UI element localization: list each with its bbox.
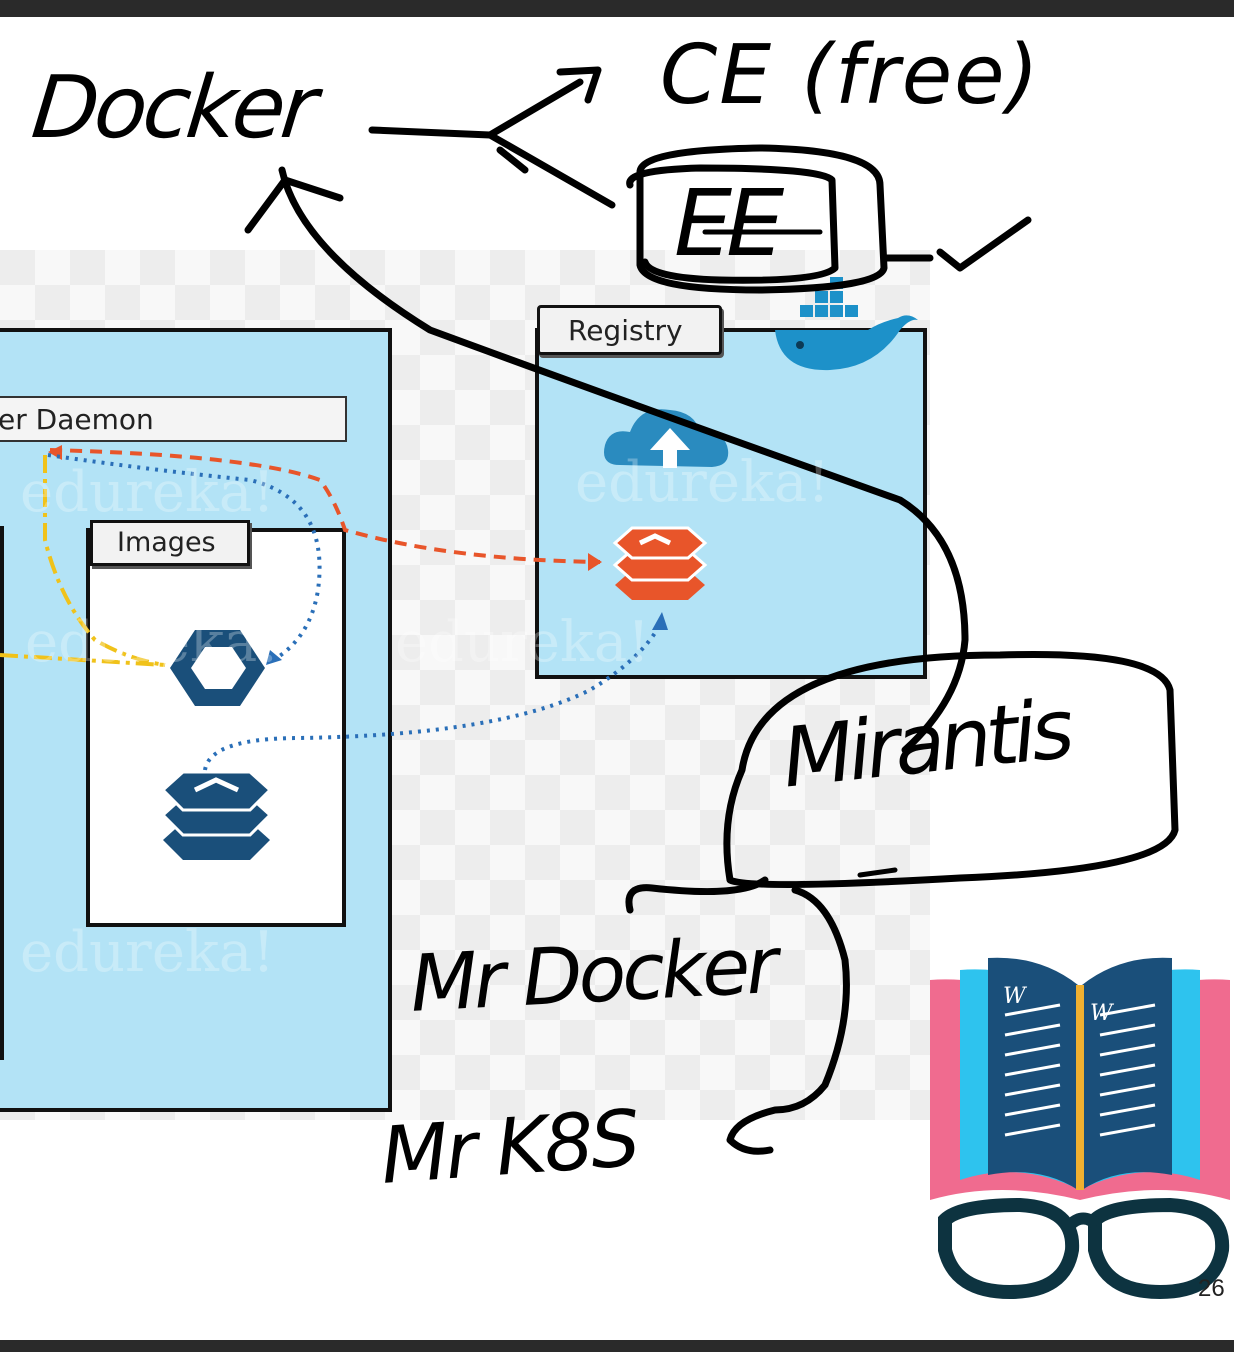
registry-image-stack-icon	[612, 526, 708, 600]
svg-text:W: W	[1090, 1001, 1115, 1026]
pull-arrow	[49, 448, 601, 564]
page-number: 26	[1198, 1275, 1225, 1302]
registry-panel	[535, 328, 927, 679]
daemon-label: er Daemon	[0, 396, 347, 442]
push-arrow	[203, 624, 662, 771]
images-label: Images	[90, 520, 250, 566]
top-bar	[0, 0, 1234, 17]
containers-panel	[0, 526, 4, 1060]
handwritten-ee: EE	[674, 170, 784, 277]
book-glasses-logo: W W	[930, 957, 1230, 1300]
push-arrowhead	[652, 612, 668, 630]
svg-text:W: W	[1003, 984, 1028, 1009]
bottom-bar	[0, 1340, 1234, 1352]
registry-label: Registry	[537, 305, 722, 355]
handwritten-mr-k8s: Mr K8S	[378, 1094, 641, 1202]
cloud-upload-icon	[604, 409, 729, 468]
images-panel	[86, 528, 346, 927]
local-image-stack-icon	[160, 770, 273, 860]
handwritten-mr-docker: Mr Docker	[408, 920, 777, 1030]
pull-arrowhead	[588, 553, 602, 571]
handwritten-ce-free: CE (free)	[660, 28, 1041, 123]
run-arrow	[0, 455, 166, 667]
handwriting-strokes	[244, 66, 1179, 1155]
handwritten-docker: Docker	[27, 58, 319, 158]
image-hexagon-icon	[170, 630, 265, 706]
build-arrowhead	[266, 650, 282, 665]
